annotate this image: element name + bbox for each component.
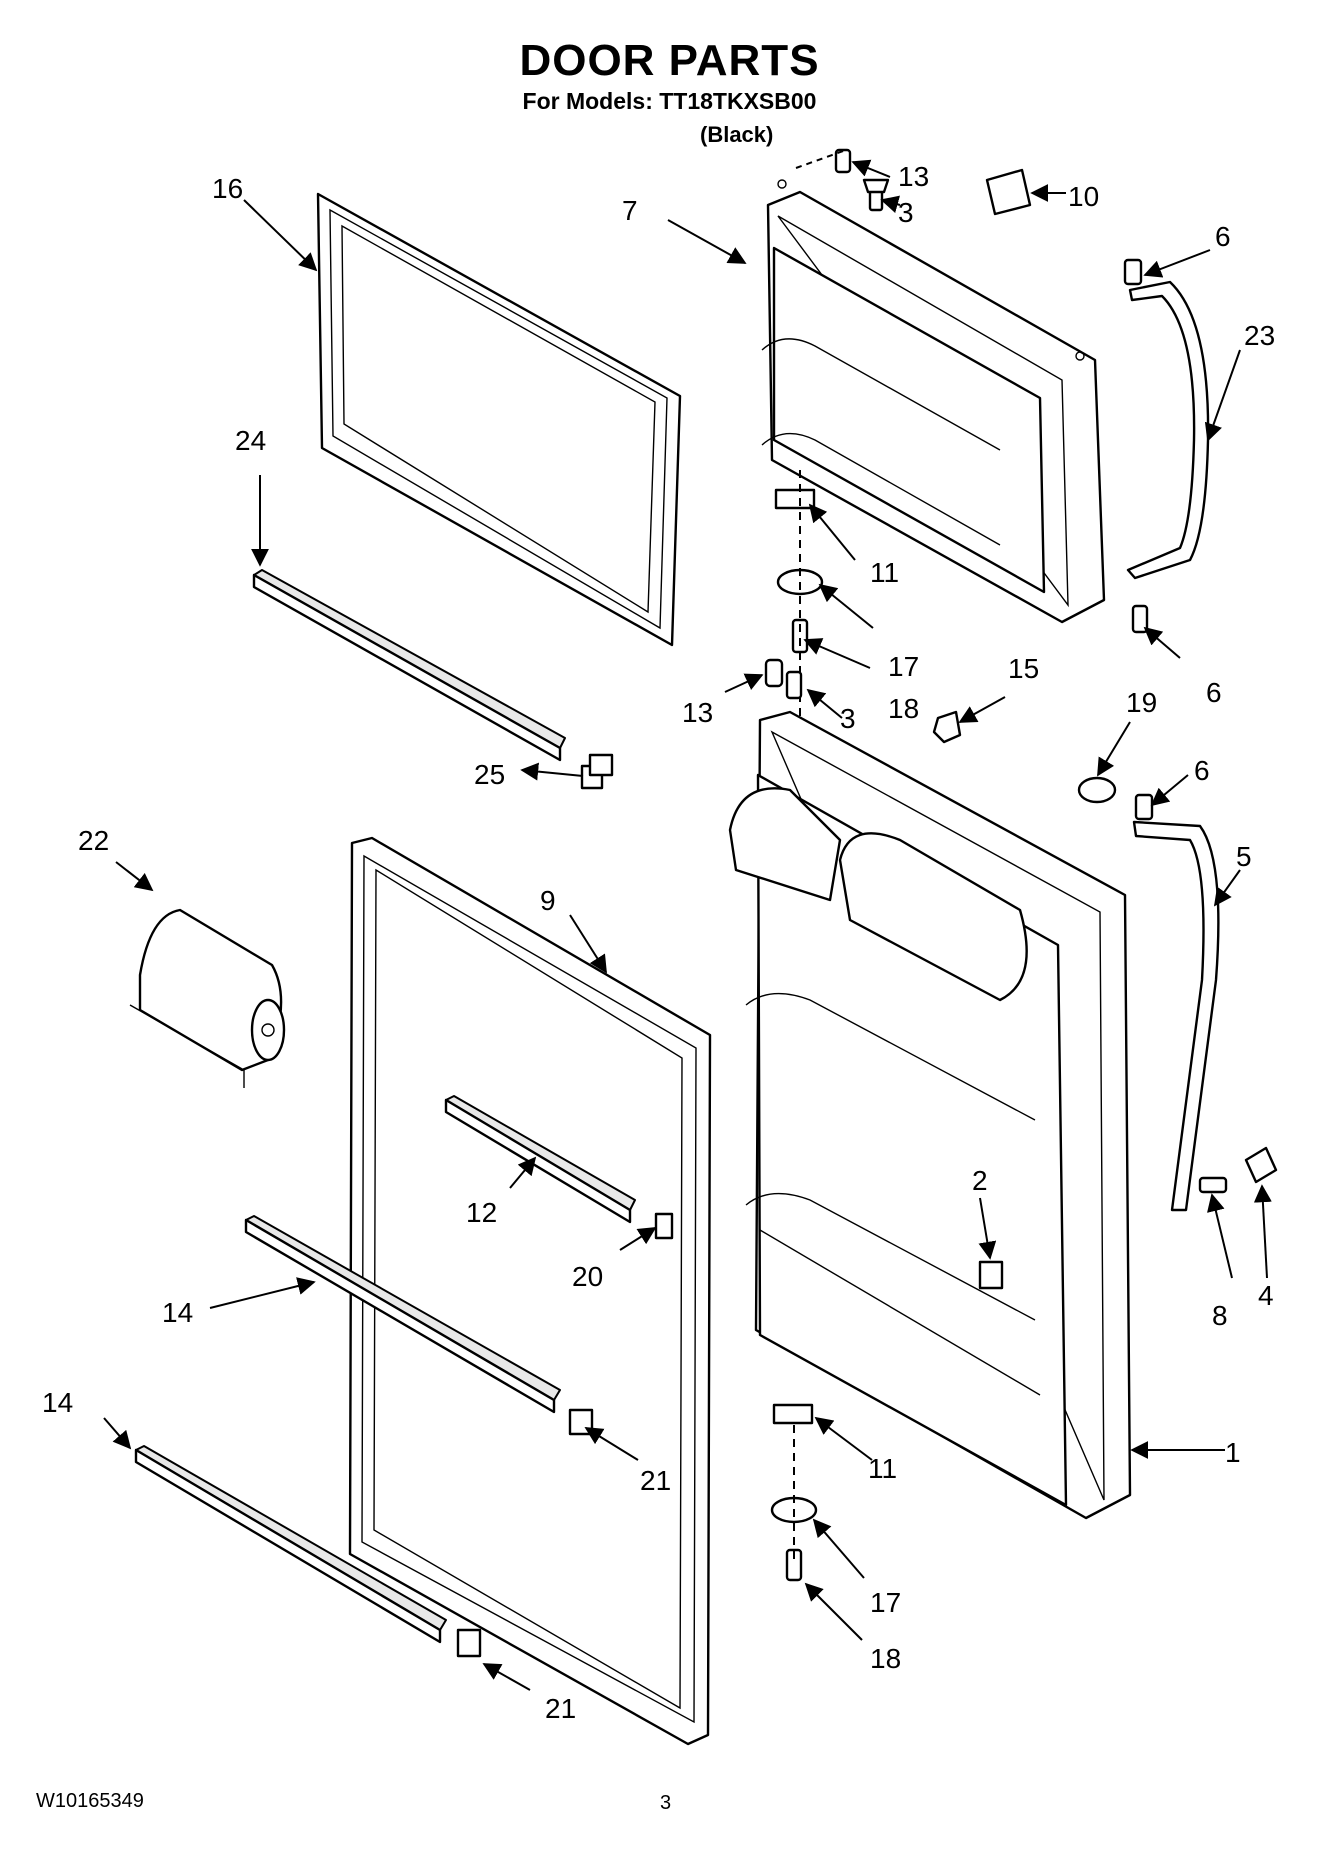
callout-25: 25 [474, 759, 505, 790]
callout-14: 14 [42, 1387, 73, 1418]
page-title: DOOR PARTS [519, 36, 820, 85]
callout-11: 11 [870, 557, 899, 588]
hole-plug [1077, 776, 1117, 804]
callout-12: 12 [466, 1197, 497, 1228]
callout-20: 20 [572, 1261, 603, 1292]
callout-15: 15 [1008, 653, 1039, 684]
door-shelf-strip-middle [244, 1215, 594, 1436]
hinge-cap [932, 710, 962, 744]
model-subtitle: For Models: TT18TKXSB00 [522, 88, 817, 114]
callout-9: 9 [540, 885, 556, 916]
top-hinge-screws [795, 148, 890, 212]
callout-21: 21 [640, 1465, 671, 1496]
callout-19: 19 [1126, 687, 1157, 718]
callout-8: 8 [1212, 1300, 1228, 1331]
callout-13: 13 [898, 161, 929, 192]
callout-1: 1 [1225, 1437, 1241, 1468]
model-variant: (Black) [700, 122, 774, 147]
callout-17: 17 [888, 651, 919, 682]
callout-11: 11 [868, 1453, 897, 1484]
callout-18: 18 [888, 693, 919, 724]
door-shelf-strip-upper [444, 1095, 674, 1240]
callout-6: 6 [1215, 221, 1231, 252]
callout-24: 24 [235, 425, 266, 456]
model-label [985, 168, 1032, 216]
callout-16: 16 [212, 173, 243, 204]
callout-22: 22 [78, 825, 109, 856]
callout-3: 3 [840, 703, 856, 734]
callout-21: 21 [545, 1693, 576, 1724]
door-shelf-strip-lower [134, 1445, 482, 1658]
callout-17: 17 [870, 1587, 901, 1618]
fresh-food-door [728, 710, 1132, 1520]
callout-4: 4 [1258, 1280, 1274, 1311]
leader-lines [103, 159, 1272, 1691]
lower-hinge-assembly [770, 1403, 818, 1582]
fresh-food-gasket [348, 836, 712, 1746]
fresh-food-handle [1132, 793, 1220, 1212]
trim-end-cap [580, 753, 614, 790]
page-number: 3 [660, 1792, 672, 1814]
callout-7: 7 [622, 195, 638, 226]
callout-2: 2 [972, 1165, 988, 1196]
callout-18: 18 [870, 1643, 901, 1674]
callout-23: 23 [1244, 320, 1275, 351]
middle-hinge-screws [764, 658, 803, 700]
callout-14: 14 [162, 1297, 193, 1328]
freezer-trim-strip [252, 569, 566, 762]
callout-6: 6 [1194, 755, 1210, 786]
callout-5: 5 [1236, 841, 1252, 872]
callout-3: 3 [898, 197, 914, 228]
callout-10: 10 [1068, 181, 1099, 212]
freezer-door [761, 179, 1106, 624]
freezer-handle [1123, 258, 1210, 634]
callout-13: 13 [682, 697, 713, 728]
freezer-gasket [316, 192, 682, 647]
document-number: W10165349 [36, 1790, 144, 1812]
callout-6: 6 [1206, 677, 1222, 708]
dairy-door-cover [129, 908, 286, 1088]
handle-fasteners [1198, 1146, 1278, 1194]
